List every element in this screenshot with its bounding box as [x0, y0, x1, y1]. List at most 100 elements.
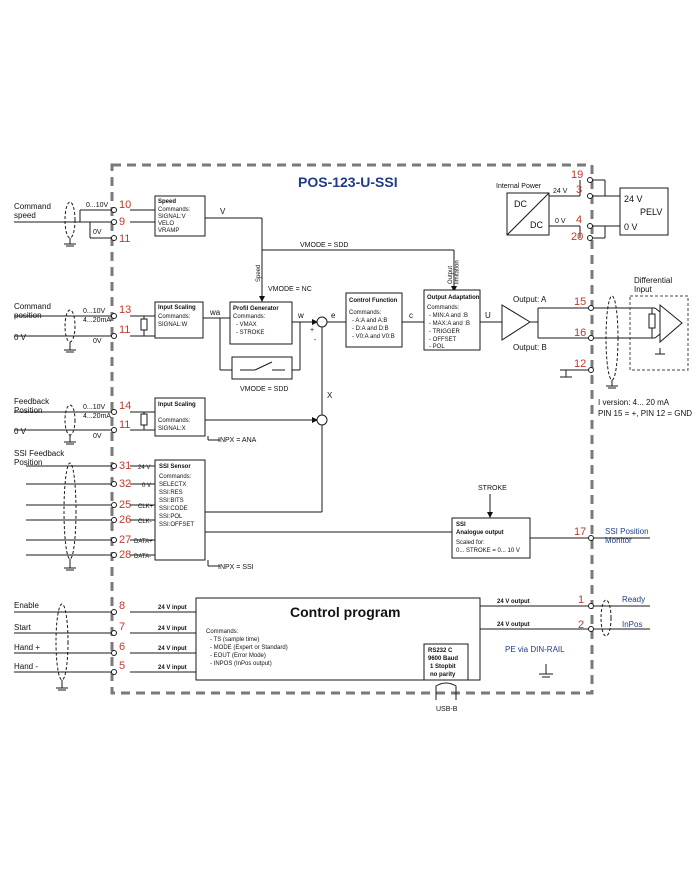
- input-scaling-w-block: [154, 301, 204, 339]
- inpx-ssi: INPX = SSI: [218, 564, 254, 571]
- pin-4: 4: [576, 214, 582, 226]
- pin-6: 6: [119, 641, 125, 653]
- start-24v-input: 24 V input: [158, 626, 187, 632]
- pin-12: 12: [574, 358, 586, 370]
- control-program-line4: - INPOS (InPos output): [210, 661, 272, 667]
- ssi-sensor-line3: SSI:BITS: [159, 498, 184, 504]
- ssi-sensor-line2: SSI:RES: [159, 490, 183, 496]
- pin-11-position: 11: [119, 324, 130, 336]
- ssi-data-minus: DATA-: [134, 554, 151, 560]
- summing-junction-e: [316, 316, 328, 328]
- input-scaling-w-commands: Commands:: [158, 314, 191, 320]
- pin-20: 20: [571, 231, 583, 243]
- output-b-label: Output: B: [513, 343, 547, 352]
- vmode-nc: VMODE = NC: [268, 286, 312, 293]
- range-0-10v-position: 0...10V: [83, 308, 106, 315]
- control-program-line3: - EOUT (Error Mode): [210, 653, 266, 659]
- usb-b-label: USB-B: [436, 706, 458, 713]
- pelv-label: PELV: [640, 207, 662, 217]
- profil-generator-block: [229, 301, 293, 345]
- ov-speed: 0V: [93, 229, 102, 236]
- control-function-block: [345, 292, 403, 348]
- control-function-line3: - V0:A and V0:B: [352, 334, 395, 340]
- ssi-sensor-title: SSI Sensor: [159, 464, 191, 470]
- control-program-title: Control program: [290, 604, 400, 620]
- x-junction: [316, 414, 328, 426]
- ssi-analogue-output-block: [451, 517, 531, 559]
- pin-26: 26: [119, 514, 131, 526]
- ov-feedback: 0V: [93, 433, 102, 440]
- output-adaptation-line4: - OFFSET: [429, 337, 457, 343]
- pin-32: 32: [119, 478, 131, 490]
- speed-block-title: Speed: [158, 199, 176, 205]
- internal-24v-label: 24 V: [553, 188, 568, 195]
- internal-power-label: Internal Power: [496, 183, 542, 190]
- vmode-sdd-top: VMODE = SDD: [300, 242, 348, 249]
- usb-b-connector: [435, 682, 457, 700]
- output-a-label: Output: A: [513, 295, 547, 304]
- ssi-analogue-subtitle: Analogue output: [456, 530, 504, 536]
- pin-2: 2: [578, 619, 584, 631]
- enable-label: Enable: [14, 601, 39, 610]
- range-0-10v-speed: 0...10V: [86, 202, 109, 209]
- ssi-sensor-line5: SSI:POL: [159, 514, 183, 520]
- output-adaptation-line3: - TRIGGER: [429, 329, 461, 335]
- output-adaptation-block: [423, 289, 481, 351]
- dc-bottom-label: DC: [530, 220, 543, 230]
- enable-24v-input: 24 V input: [158, 605, 187, 611]
- pin-7: 7: [119, 621, 125, 633]
- input-scaling-x-block: [154, 397, 206, 437]
- output-adaptation-line2: - MAX:A and :B: [429, 321, 470, 327]
- control-function-line2: - D:A and D:B: [352, 326, 389, 332]
- output-limitation-label: Outputlimitation: [448, 260, 461, 284]
- pin-28: 28: [119, 549, 131, 561]
- hand-plus-24v-input: 24 V input: [158, 646, 187, 652]
- sum-e-minus: -: [314, 337, 317, 344]
- signal-wa: wa: [209, 308, 221, 317]
- speed-block-line3: VRAMP: [158, 228, 179, 234]
- ssi-24v: 24 V: [138, 465, 150, 471]
- output-adaptation-title: Output Adaptation: [427, 295, 480, 301]
- control-function-commands: Commands:: [349, 310, 382, 316]
- pelv-supply: [619, 187, 669, 236]
- ssi-analogue-line2: 0... STROKE = 0... 10 V: [456, 548, 520, 554]
- control-function-line1: - A:A and A:B: [352, 318, 387, 324]
- rs232-line3: 1 Stopbit: [430, 664, 456, 670]
- internal-0v-label: 0 V: [555, 218, 566, 225]
- bypass-switch: [231, 356, 293, 380]
- signal-e: e: [331, 311, 336, 320]
- pin-31: 31: [119, 460, 131, 472]
- pin-10: 10: [119, 199, 131, 211]
- pin-25: 25: [119, 499, 131, 511]
- speed-vertical-label: Speed: [256, 265, 262, 282]
- ssi-data-plus: DATA+: [134, 539, 153, 545]
- stroke-label: STROKE: [478, 485, 507, 492]
- range-4-20ma-position: 4...20mA: [83, 317, 111, 324]
- ssi-analogue-line1: Scaled for:: [456, 540, 485, 546]
- vmode-sdd-bottom: VMODE = SDD: [240, 386, 288, 393]
- ssi-sensor-block: [154, 459, 206, 561]
- module-border: [110, 163, 594, 695]
- hand-plus-label: Hand +: [14, 643, 40, 652]
- pin-27: 27: [119, 534, 131, 546]
- control-program-line1: - TS (sample time): [210, 637, 259, 643]
- profil-generator-title: Profil Generator: [233, 306, 279, 312]
- pin-19: 19: [571, 169, 583, 181]
- pelv-0v: 0 V: [624, 222, 638, 232]
- signal-w: w: [297, 311, 304, 320]
- pelv-24v: 24 V: [624, 194, 643, 204]
- ssi-clk-plus: CLK+: [138, 504, 154, 510]
- profil-generator-line1: - VMAX: [236, 322, 257, 328]
- pin-13: 13: [119, 304, 131, 316]
- ov-position: 0V: [93, 338, 102, 345]
- input-scaling-x-commands: Commands:: [158, 418, 191, 424]
- speed-block-commands: Commands:: [158, 207, 191, 213]
- ssi-sensor-line6: SSI:OFFSET: [159, 522, 194, 528]
- output-amplifier: [501, 304, 531, 341]
